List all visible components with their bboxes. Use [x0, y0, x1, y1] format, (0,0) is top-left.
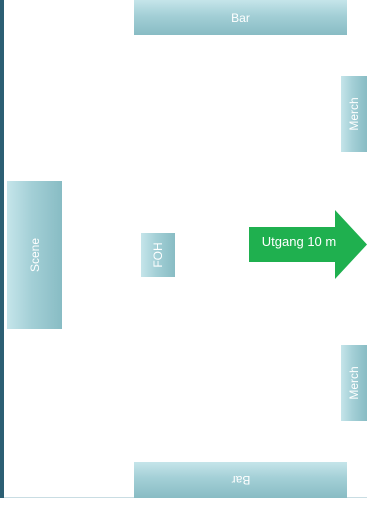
foh-block: FOH: [141, 233, 175, 277]
bar-bottom-label: Bar: [231, 473, 250, 487]
right-arrow-icon: [249, 210, 367, 279]
foh-label: FOH: [151, 242, 165, 268]
merch-bottom-label: Merch: [347, 366, 361, 400]
merch-bottom-block: Merch: [341, 345, 367, 421]
bar-bottom-block: Bar: [134, 462, 347, 498]
scene-label: Scene: [27, 237, 42, 273]
frame-left-border: [0, 0, 4, 498]
merch-top-label: Merch: [347, 97, 361, 131]
exit-arrow: Utgang 10 m: [249, 210, 367, 279]
scene-block: Scene: [7, 181, 62, 329]
bar-top-block: Bar: [134, 0, 347, 35]
bar-top-label: Bar: [231, 10, 250, 25]
merch-top-block: Merch: [341, 76, 367, 152]
exit-label: Utgang 10 m: [261, 234, 337, 249]
